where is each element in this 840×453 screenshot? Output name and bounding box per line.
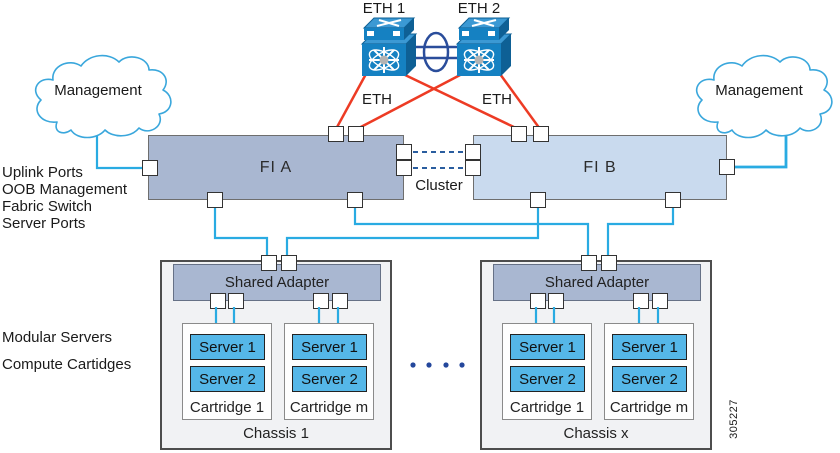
cluster-label: Cluster: [415, 177, 463, 194]
fabric-interconnect-a: FI A: [148, 135, 404, 200]
adapter-server-port: [652, 293, 668, 309]
fi-b-uplink-port: [533, 126, 549, 142]
fi-b-label: FI B: [583, 158, 617, 176]
cartridge: Server 1 Server 2 Cartridge m: [604, 323, 694, 420]
eth-link-label-left: ETH: [362, 91, 392, 108]
server-node: Server 1: [190, 334, 265, 360]
eth-uplink-links: [334, 72, 542, 131]
fi-a-server-port: [207, 192, 223, 208]
server-node: Server 1: [612, 334, 687, 360]
cartridge: Server 1 Server 2 Cartridge 1: [182, 323, 272, 420]
server-node: Server 2: [292, 366, 367, 392]
management-cloud-label-left: Management: [54, 82, 142, 99]
cartridge: Server 1 Server 2 Cartridge m: [284, 323, 374, 420]
shared-adapter: Shared Adapter: [173, 264, 381, 301]
adapter-uplink-port: [261, 255, 277, 271]
adapter-uplink-port: [581, 255, 597, 271]
eth1-label: ETH 1: [362, 0, 406, 17]
cartridge: Server 1 Server 2 Cartridge 1: [502, 323, 592, 420]
eth-switch-2-icon: [456, 17, 512, 77]
fi-b-server-port: [530, 192, 546, 208]
server-node: Server 2: [190, 366, 265, 392]
fi-a-cluster-port: [396, 160, 412, 176]
adapter-uplink-port: [601, 255, 617, 271]
annotation-fabric-switch: Fabric Switch: [2, 198, 93, 215]
adapter-server-port: [313, 293, 329, 309]
annotation-modular-servers: Modular Servers: [2, 329, 113, 346]
fi-a-cluster-port: [396, 144, 412, 160]
management-links: [95, 128, 788, 170]
fi-a-oob-port: [142, 160, 158, 176]
fi-b-cluster-port: [465, 160, 481, 176]
eth-switch-1-icon: [361, 17, 417, 77]
fi-b-oob-port: [719, 159, 735, 175]
fi-b-server-port: [665, 192, 681, 208]
fi-a-label: FI A: [259, 158, 293, 176]
cartridge-label: Cartridge 1: [509, 399, 585, 416]
figure-number: 305227: [728, 399, 740, 439]
annotation-oob-management: OOB Management: [2, 181, 128, 198]
fi-b-uplink-port: [511, 126, 527, 142]
chassis-1: Shared Adapter Server 1 Server 2 Cartrid…: [160, 255, 392, 450]
management-cloud-label-right: Management: [715, 82, 803, 99]
shared-adapter-label: Shared Adapter: [224, 274, 330, 291]
server-node: Server 2: [510, 366, 585, 392]
server-node: Server 1: [292, 334, 367, 360]
port-channel-ellipse-icon: [422, 31, 450, 73]
server-node: Server 2: [612, 366, 687, 392]
adapter-server-port: [210, 293, 226, 309]
annotation-compute-cartridges: Compute Cartidges: [2, 356, 132, 373]
chassis-label: Chassis x: [563, 425, 629, 442]
adapter-uplink-port: [281, 255, 297, 271]
eth-link-label-right: ETH: [482, 91, 512, 108]
server-node: Server 1: [510, 334, 585, 360]
adapter-server-port: [530, 293, 546, 309]
fi-a-uplink-port: [328, 126, 344, 142]
fabric-interconnect-b: FI B: [473, 135, 727, 200]
cartridge-label: Cartridge m: [289, 399, 369, 416]
annotation-uplink-ports: Uplink Ports: [2, 164, 83, 181]
fi-a-server-port: [347, 192, 363, 208]
more-chassis-ellipsis: [410, 362, 465, 368]
cartridge-label: Cartridge m: [609, 399, 689, 416]
fi-b-cluster-port: [465, 144, 481, 160]
switch-port-channel: [410, 31, 462, 73]
shared-adapter: Shared Adapter: [493, 264, 701, 301]
shared-adapter-label: Shared Adapter: [544, 274, 650, 291]
eth2-label: ETH 2: [457, 0, 501, 17]
adapter-server-port: [332, 293, 348, 309]
cluster-links: [404, 151, 473, 169]
adapter-server-port: [548, 293, 564, 309]
fi-server-links: [213, 200, 675, 258]
adapter-server-port: [228, 293, 244, 309]
chassis-x: Shared Adapter Server 1 Server 2 Cartrid…: [480, 255, 712, 450]
adapter-server-port: [633, 293, 649, 309]
cartridge-label: Cartridge 1: [189, 399, 265, 416]
annotation-server-ports: Server Ports: [2, 215, 86, 232]
fi-a-uplink-port: [348, 126, 364, 142]
chassis-label: Chassis 1: [243, 425, 309, 442]
